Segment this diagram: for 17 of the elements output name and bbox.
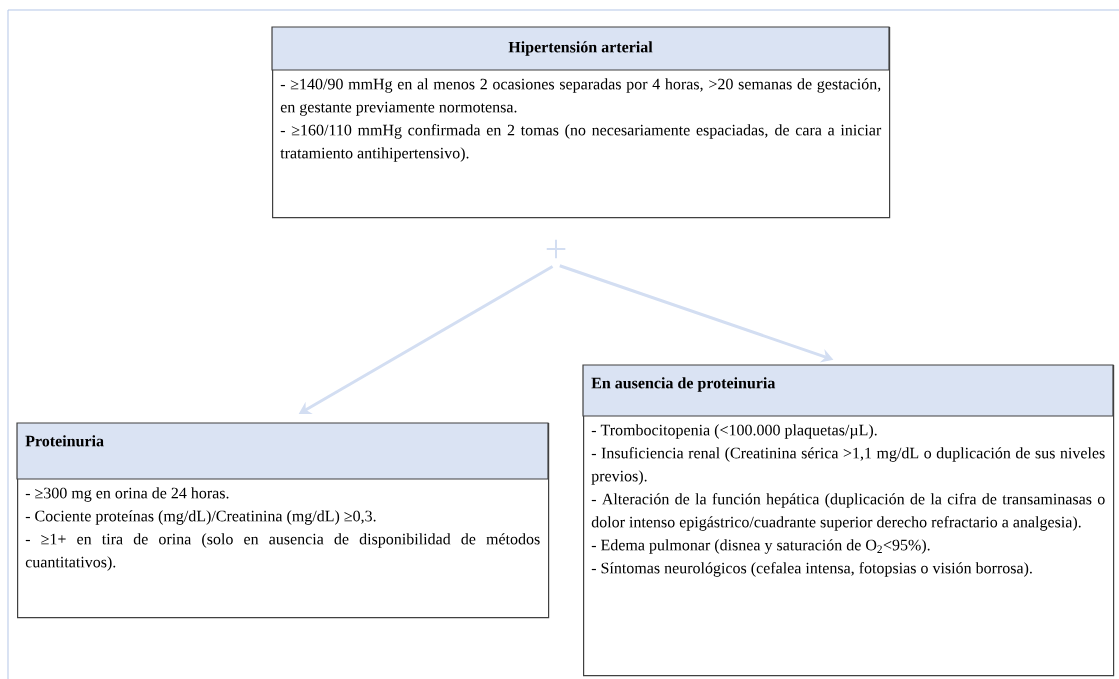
list-item: - Edema pulmonar (disnea y saturación de O$_{2}$<95%). xyxy=(591,539,930,554)
list-item: - Insuficiencia renal (Creatinina sérica >1,1 mg/dL o duplicación de sus niveles previos). xyxy=(591,447,1105,485)
heading: En ausencia de proteinuria xyxy=(591,377,776,392)
list-item: - ≥140/90 mmHg en al menos 2 ocasiones separadas por 4 horas, >20 semanas de gestación, en gestante previamente normotensa. xyxy=(280,78,881,116)
table-box xyxy=(271,26,891,219)
list-item: - Trombocitopenia (<100.000 plaquetas/µL). xyxy=(591,424,877,439)
list-item: - Cociente proteínas (mg/dL)/Creatinina (mg/dL) ≥0,3. xyxy=(25,510,376,525)
list-item: - ≥300 mg en orina de 24 horas. xyxy=(25,487,229,502)
heading: Hipertensión arterial xyxy=(508,41,653,56)
table-box xyxy=(16,422,550,619)
list-item: - Alteración de la función hepática (duplicación de la cifra de transaminasas o dolor intenso epigástrico/cuadrante superior derecho refractario a analgesia). xyxy=(591,493,1105,531)
list-item: - ≥160/110 mmHg confirmada en 2 tomas (no necesariamente espaciadas, de cara a iniciar tratamiento antihipertensivo). xyxy=(280,124,882,162)
heading: Proteinuria xyxy=(25,435,104,447)
plus-sign: + xyxy=(546,239,566,259)
table-box xyxy=(582,364,1115,677)
list-item: - ≥1+ en tira de orina (solo en ausencia de disponibilidad de métodos cuantitativos). xyxy=(25,533,540,571)
list-item: - Síntomas neurológicos (cefalea intensa, fotopsias o visión borrosa). xyxy=(591,562,1032,577)
